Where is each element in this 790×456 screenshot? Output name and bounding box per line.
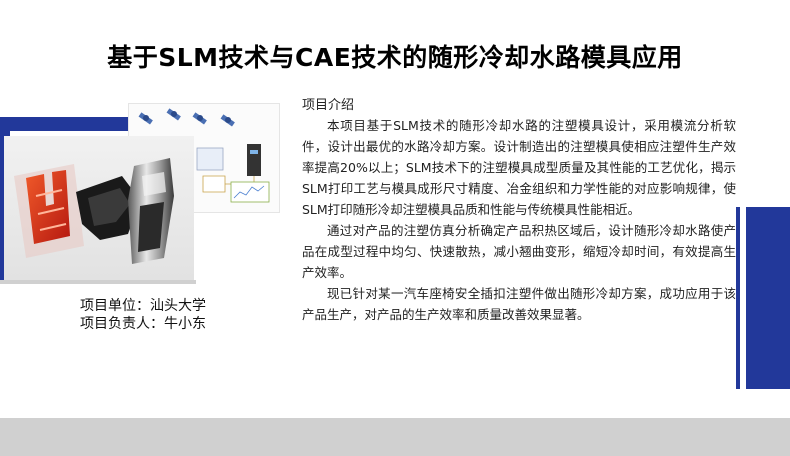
satellite-icon	[166, 108, 181, 121]
satellite-icon	[220, 114, 235, 127]
section-heading: 项目介绍	[302, 98, 355, 113]
paragraph: 通过对产品的注塑仿真分析确定产品积热区域后，设计随形冷却水路使产品在成型过程中均…	[302, 223, 736, 280]
paragraph: 现已针对某一汽车座椅安全插扣注塑件做出随形冷却方案，成功应用于该产品生产，对产品…	[302, 286, 736, 322]
footer-band	[0, 418, 790, 456]
accent-band-right	[746, 207, 790, 389]
paragraph: 本项目基于SLM技术的随形冷却水路的注塑模具设计，采用模流分析软件，设计出最优的…	[302, 118, 736, 217]
project-unit: 项目单位：汕头大学	[80, 298, 206, 314]
slide-title: 基于SLM技术与CAE技术的随形冷却水路模具应用	[107, 43, 683, 72]
satellite-icon	[192, 112, 207, 125]
project-leader: 项目负责人：牛小东	[80, 316, 206, 332]
project-meta: 项目单位：汕头大学 项目负责人：牛小东	[80, 297, 206, 333]
gray-band-left	[0, 280, 196, 284]
satellite-icon	[138, 112, 153, 125]
mold-product-photo	[4, 136, 194, 280]
accent-stripe-right	[736, 207, 740, 389]
project-description: 本项目基于SLM技术的随形冷却水路的注塑模具设计，采用模流分析软件，设计出最优的…	[302, 115, 736, 325]
